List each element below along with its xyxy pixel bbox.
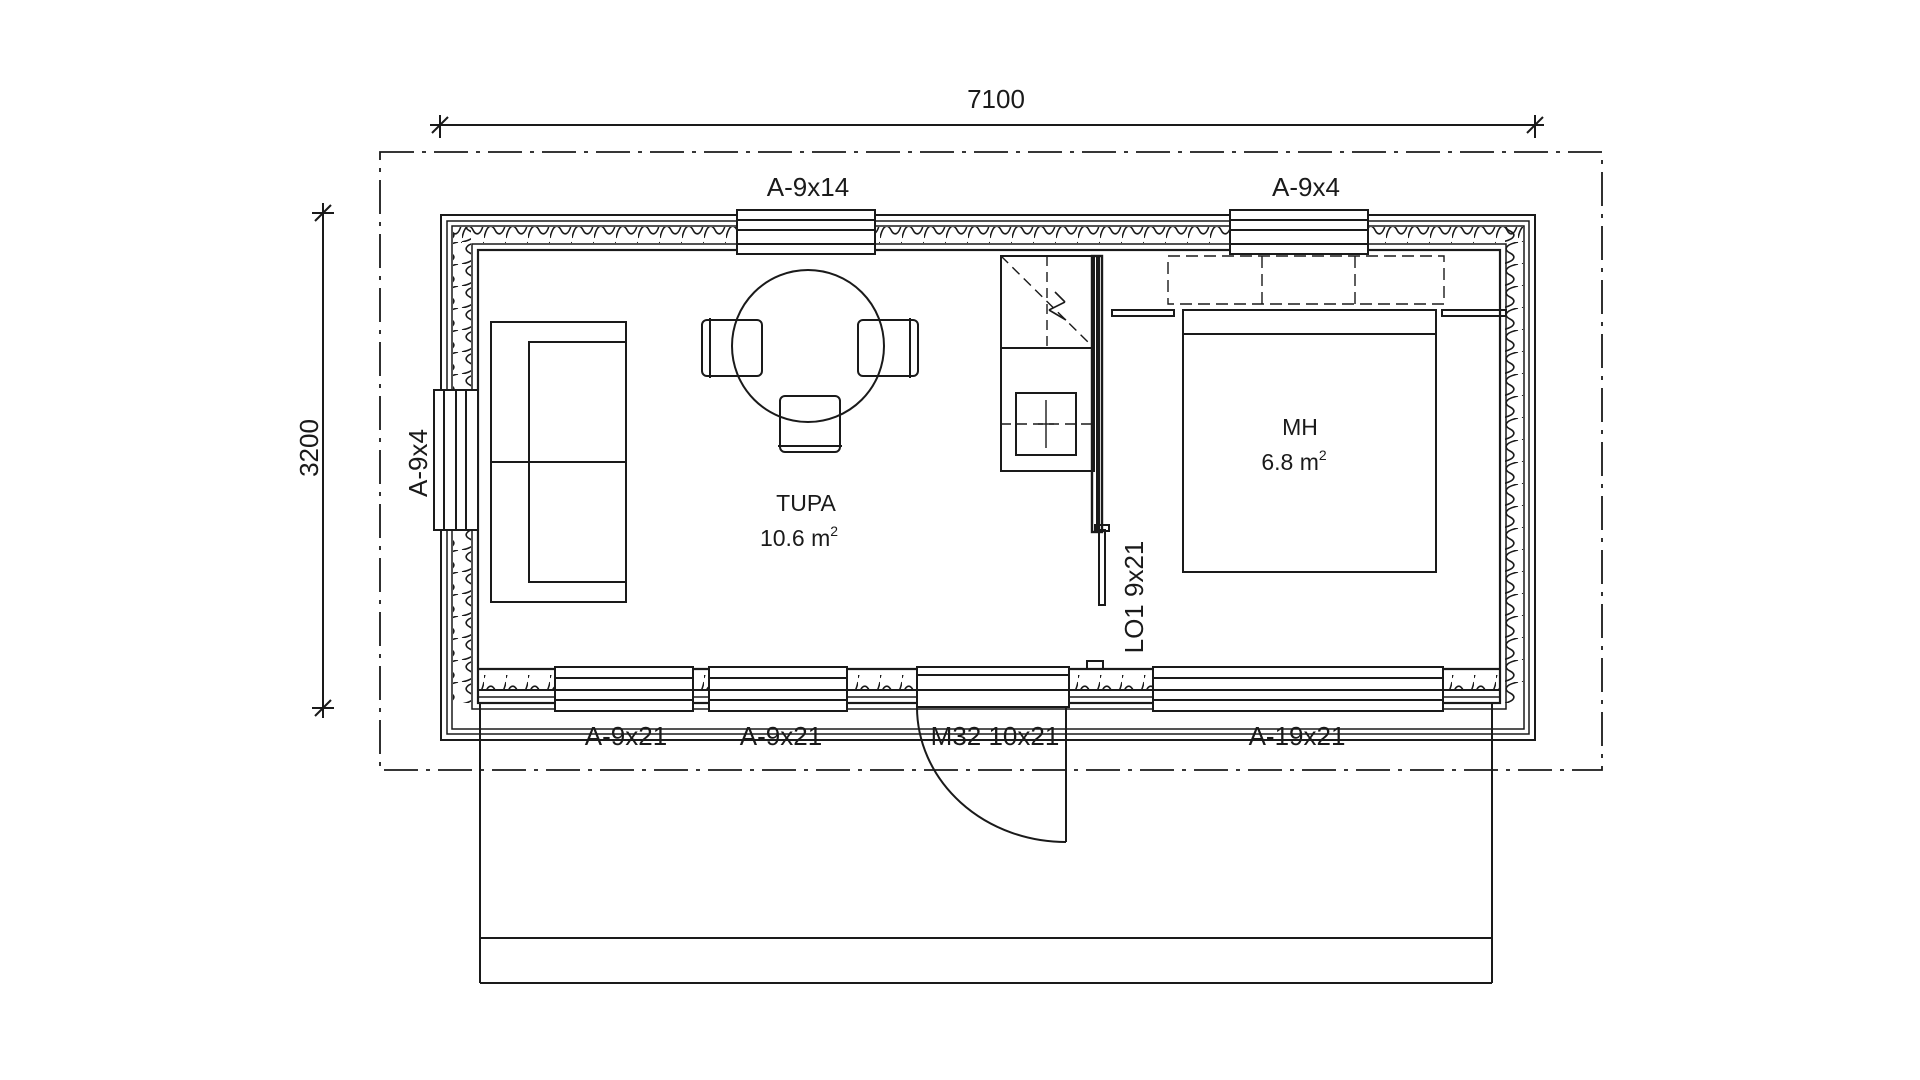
kitchenette [1000, 255, 1095, 472]
wall-insulation [453, 227, 1523, 703]
partition-wall [1090, 254, 1110, 606]
dimension-depth [312, 203, 334, 718]
bed [1111, 309, 1507, 573]
entrance-door-label: M32 10x21 [931, 721, 1060, 751]
sofa [490, 321, 627, 603]
dimension-width-label: 7100 [967, 84, 1025, 114]
entrance-door [916, 666, 1070, 843]
dimension-width [430, 115, 1544, 138]
wardrobe [1167, 255, 1445, 305]
window-left-label: A-9x4 [403, 429, 433, 497]
dimension-depth-label: 3200 [294, 419, 324, 477]
window-bottom-3 [1152, 666, 1444, 712]
terrace [479, 703, 1493, 984]
window-bottom-2 [708, 666, 848, 712]
exterior-walls [440, 214, 1536, 741]
window-top-right-label: A-9x4 [1272, 172, 1340, 202]
window-bottom-3-label: A-19x21 [1249, 721, 1346, 751]
window-top-left [736, 209, 876, 255]
window-top-left-label: A-9x14 [767, 172, 849, 202]
window-bottom-1-label: A-9x21 [585, 721, 667, 751]
roof-outline [379, 151, 1603, 771]
room-bedroom-name: MH [1282, 414, 1318, 440]
room-living-name: TUPA [776, 490, 836, 516]
room-bedroom-area: 6.8 m2 [1261, 447, 1327, 475]
room-bedroom-area-unit: 2 [1319, 447, 1327, 463]
dining-table [701, 269, 919, 453]
room-living-area-value: 10.6 m [760, 525, 830, 551]
window-left [433, 389, 479, 531]
room-living-area-unit: 2 [830, 523, 838, 539]
window-bottom-1 [554, 666, 694, 712]
window-top-right [1229, 209, 1369, 255]
interior-door-label: LO1 9x21 [1119, 541, 1149, 654]
room-bedroom-area-value: 6.8 m [1261, 449, 1319, 475]
window-bottom-2-label: A-9x21 [740, 721, 822, 751]
room-living-area: 10.6 m2 [760, 523, 838, 551]
